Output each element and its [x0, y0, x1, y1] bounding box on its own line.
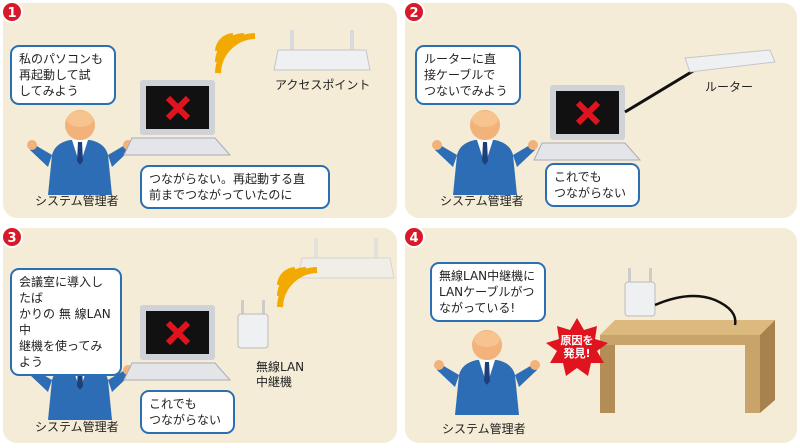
panel-number-1: 1: [1, 1, 23, 23]
router: [684, 49, 776, 73]
laptop-3: [124, 305, 230, 380]
speech-bubble-1b: つながらない。再起動する直 前までつながっていたのに: [140, 165, 330, 209]
speech-bubble-3b: これでも つながらない: [140, 390, 235, 434]
admin-label-1: システム管理者: [35, 194, 119, 208]
repeater-label: 無線LAN 中継機: [256, 360, 305, 389]
access-point-1: [273, 29, 371, 71]
person-admin-4: [434, 330, 540, 415]
speech-bubble-2: ルーターに直 接ケーブルで つないでみよう: [415, 45, 521, 105]
discovery-burst: [546, 318, 608, 376]
wifi-icon-1: [218, 36, 255, 73]
speech-bubble-2b: これでも つながらない: [545, 163, 640, 207]
speech-bubble-4: 無線LAN中継機に LANケーブルがつ ながっている!: [430, 262, 546, 322]
lan-cable-4: [654, 294, 737, 326]
admin-label-2: システム管理者: [440, 194, 524, 208]
laptop-1: [124, 80, 230, 155]
speech-bubble-1: 私のパソコンも 再起動して試 してみよう: [10, 45, 116, 105]
laptop-2: [534, 85, 640, 160]
panel-number-3: 3: [1, 226, 23, 248]
person-admin-2: [432, 110, 538, 195]
speech-bubble-3: 会議室に導入したば かりの 無 線LAN中 継機を使ってみよう: [10, 268, 122, 376]
table: [600, 320, 775, 413]
person-admin-1: [27, 110, 133, 195]
admin-label-4: システム管理者: [442, 422, 526, 436]
router-label: ルーター: [705, 80, 754, 94]
panel-number-4: 4: [403, 226, 425, 248]
discovery-text: 原因を 発見!: [560, 334, 594, 360]
panel-number-2: 2: [403, 1, 425, 23]
admin-label-3: システム管理者: [35, 420, 119, 434]
repeater-4: [624, 267, 656, 317]
access-point-label: アクセスポイント: [275, 78, 371, 92]
lan-cable-2: [624, 66, 699, 114]
repeater-3: [237, 299, 269, 349]
